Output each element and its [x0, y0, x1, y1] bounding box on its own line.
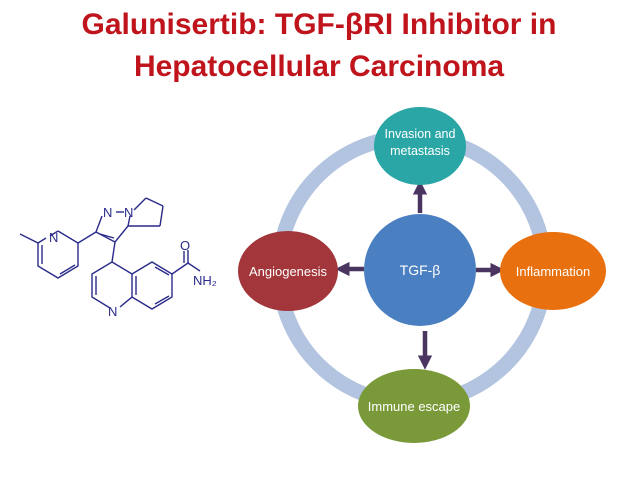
node-immune-escape: Immune escape — [358, 369, 470, 443]
title-line-2: Hepatocellular Carcinoma — [133, 50, 505, 83]
node-tgf-beta: TGF-β — [364, 214, 476, 326]
node-inflammation-label: Inflammation — [516, 264, 590, 279]
node-inflammation: Inflammation — [500, 232, 606, 310]
node-angiogenesis-label: Angiogenesis — [249, 264, 328, 279]
galunisertib-structure — [19, 197, 201, 310]
atom-n-pyrazole-2: N — [124, 205, 133, 220]
atom-n-quinoline: N — [108, 304, 117, 319]
node-invasion-line-1: Invasion and — [385, 127, 456, 141]
slide-title: Galunisertib: TGF-βRI Inhibitor in Hepat… — [0, 4, 638, 88]
node-invasion-line-2: metastasis — [390, 144, 450, 158]
node-tgf-beta-label: TGF-β — [400, 262, 441, 278]
node-invasion-metastasis: Invasion and metastasis — [374, 107, 466, 185]
atom-n-pyrazole-1: N — [103, 205, 112, 220]
arrows — [335, 180, 505, 370]
atom-o-amide: O — [180, 238, 190, 253]
title-line-1: Galunisertib: TGF-βRI Inhibitor in — [81, 8, 557, 41]
node-angiogenesis: Angiogenesis — [238, 231, 338, 311]
node-immune-escape-label: Immune escape — [368, 399, 461, 414]
atom-nh2-amide: NH₂ — [193, 273, 217, 288]
atom-n-pyridine: N — [49, 230, 58, 245]
